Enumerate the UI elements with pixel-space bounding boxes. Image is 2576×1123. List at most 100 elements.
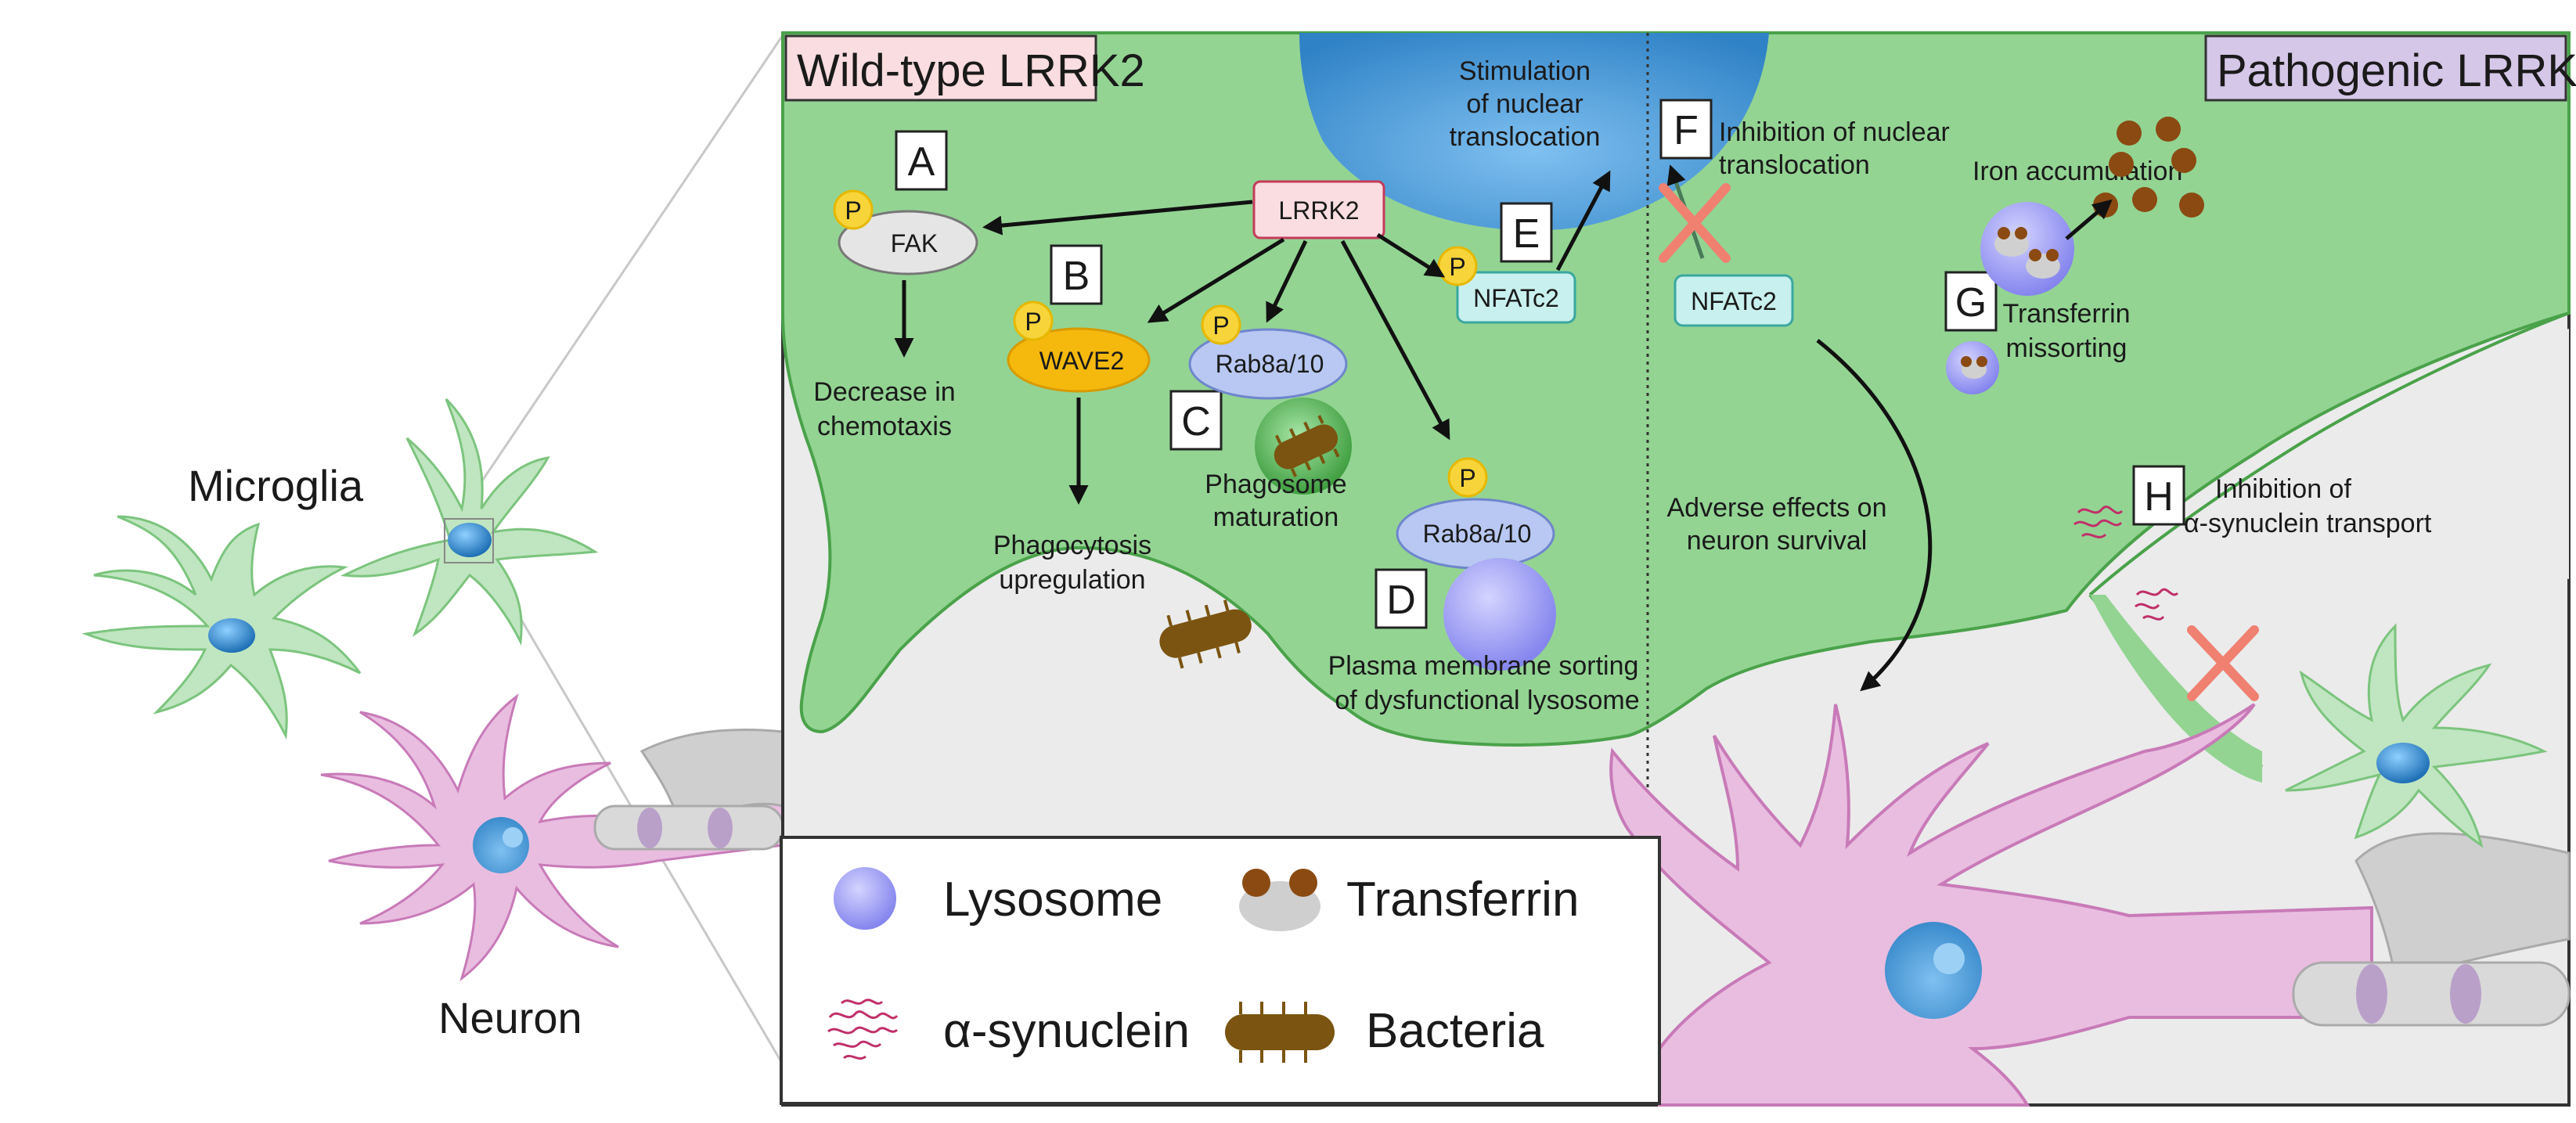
- phospho-icon: [833, 189, 874, 230]
- svg-text:E: E: [1513, 211, 1540, 257]
- lrrk2-label: LRRK2: [1278, 196, 1359, 225]
- svg-text:A: A: [908, 139, 935, 185]
- letter-box-H: H: [2132, 465, 2185, 526]
- rab-c-molecule: [1188, 328, 1348, 400]
- svg-text:P: P: [1449, 253, 1465, 281]
- svg-text:C: C: [1181, 399, 1211, 445]
- neuron-pathogenic: [1609, 703, 2373, 1107]
- phospho-icon: [1447, 457, 1488, 498]
- letter-box-C: C: [1169, 390, 1223, 451]
- microglia-cell-right: [2285, 623, 2548, 848]
- microglia-cell-top: [340, 398, 599, 646]
- inhibition-nuclear-line1: Inhibition of nuclear: [1719, 117, 1950, 147]
- lrrk2-box: [1252, 180, 1385, 239]
- microglia-cytoplasm: [781, 31, 2571, 747]
- wave2-molecule: [1007, 327, 1151, 393]
- axon-terminal: [593, 729, 784, 851]
- microglia-nucleus: [448, 523, 492, 557]
- fak-molecule: [838, 210, 978, 275]
- phospho-icon: [1013, 301, 1054, 341]
- pathogenic-header: Pathogenic LRRK2: [2204, 34, 2576, 102]
- inhibition-syn-line2: α-synuclein transport: [2184, 509, 2432, 538]
- axon-terminal: [2292, 832, 2571, 1027]
- phagosome-line2: maturation: [1213, 502, 1339, 532]
- letter-box-G: G: [1944, 271, 1998, 332]
- microglia-nucleus-large: [1299, 33, 1769, 231]
- nfatc2-patho-box: [1673, 274, 1794, 327]
- phospho-icon: [1201, 304, 1241, 345]
- lysosome: [1443, 558, 1556, 671]
- lysosome-legend-icon: [834, 867, 896, 930]
- neuron-nucleus: [1885, 922, 1982, 1019]
- plasma-membrane-line2: of dysfunctional lysosome: [1335, 686, 1639, 715]
- iron-accumulation-label: Iron accumulation: [1973, 157, 2182, 186]
- microglia-nucleus: [2376, 743, 2430, 783]
- nucleolus: [503, 827, 523, 848]
- main-panel: Wild-type LRRK2 Pathogenic LRRK2 LRRK2 A…: [780, 31, 2576, 1107]
- svg-text:D: D: [1386, 578, 1416, 623]
- legend-bacteria: Bacteria: [1366, 1004, 1544, 1058]
- cross-icon: [2187, 625, 2259, 701]
- rab-d-label: Rab8a/10: [1423, 520, 1532, 548]
- inhibition-syn-line1: Inhibition of: [2215, 474, 2351, 504]
- inhibition-nuclear-line2: translocation: [1719, 150, 1870, 180]
- iron-particles: [2093, 117, 2204, 218]
- svg-text:P: P: [845, 196, 861, 225]
- bacteria-in-phagosome: [1274, 415, 1340, 477]
- wave2-label: WAVE2: [1039, 347, 1124, 375]
- transferrin-legend-icon: [1239, 869, 1320, 931]
- svg-text:P: P: [1212, 311, 1229, 340]
- neuron-label: Neuron: [438, 993, 582, 1042]
- letter-box-E: E: [1500, 202, 1553, 263]
- decrease-chemotaxis-line2: chemotaxis: [817, 412, 952, 441]
- svg-text:P: P: [1459, 464, 1475, 492]
- fak-label: FAK: [891, 229, 938, 257]
- rab-c-label: Rab8a/10: [1216, 350, 1324, 378]
- transferrin-missort-line1: Transferrin: [2002, 299, 2130, 329]
- legend: Lysosome Transferrin α-synuclein: [780, 836, 1661, 1105]
- transferrin-icon: [1994, 227, 2060, 279]
- alpha-synuclein-legend-icon: [827, 999, 899, 1060]
- nfatc2-wt-label: NFATc2: [1473, 284, 1559, 312]
- stimulation-line3: translocation: [1450, 122, 1601, 152]
- phagocytosis-line2: upregulation: [999, 565, 1145, 595]
- letter-box-D: D: [1374, 568, 1428, 629]
- nfatc2-patho-label: NFATc2: [1691, 287, 1777, 315]
- legend-synuclein: α-synuclein: [943, 1004, 1190, 1058]
- alpha-synuclein-icon: [2073, 506, 2179, 621]
- letter-box-A: A: [895, 130, 948, 191]
- plasma-membrane-line1: Plasma membrane sorting: [1328, 651, 1639, 681]
- decrease-chemotaxis-line1: Decrease in: [813, 377, 955, 407]
- svg-text:G: G: [1955, 280, 1987, 326]
- bacteria: [1159, 599, 1252, 669]
- wild-type-title: Wild-type LRRK2: [797, 45, 1145, 96]
- zoom-box: [444, 518, 494, 563]
- svg-text:H: H: [2144, 474, 2174, 520]
- adverse-line2: neuron survival: [1687, 526, 1868, 556]
- neuron-nucleus: [473, 817, 529, 873]
- cross-icon: [1659, 183, 1731, 263]
- letter-box-F: F: [1659, 99, 1713, 160]
- letter-box-B: B: [1050, 244, 1103, 305]
- phagocytosis-line1: Phagocytosis: [993, 531, 1151, 560]
- nfatc2-wt-box: [1456, 271, 1576, 324]
- legend-lysosome: Lysosome: [943, 873, 1162, 927]
- extracellular-space: [2098, 329, 2569, 634]
- svg-text:B: B: [1063, 254, 1090, 299]
- overview-cells: Microglia Neuron: [81, 34, 784, 1065]
- adverse-line1: Adverse effects on: [1667, 493, 1887, 523]
- legend-transferrin: Transferrin: [1346, 873, 1579, 927]
- microglia-nucleus: [208, 618, 255, 653]
- wt-arrows: [894, 170, 1611, 505]
- microglia-label: Microglia: [188, 461, 364, 510]
- phagosome-line1: Phagosome: [1205, 470, 1346, 499]
- transferrin-missort-line2: missorting: [2006, 333, 2127, 363]
- wild-type-header: Wild-type LRRK2: [784, 34, 1145, 102]
- svg-text:F: F: [1673, 108, 1699, 153]
- stimulation-line2: of nuclear: [1466, 89, 1583, 119]
- zoom-guide-line: [462, 34, 784, 509]
- svg-text:P: P: [1025, 308, 1041, 336]
- pathogenic-title: Pathogenic LRRK2: [2217, 45, 2576, 96]
